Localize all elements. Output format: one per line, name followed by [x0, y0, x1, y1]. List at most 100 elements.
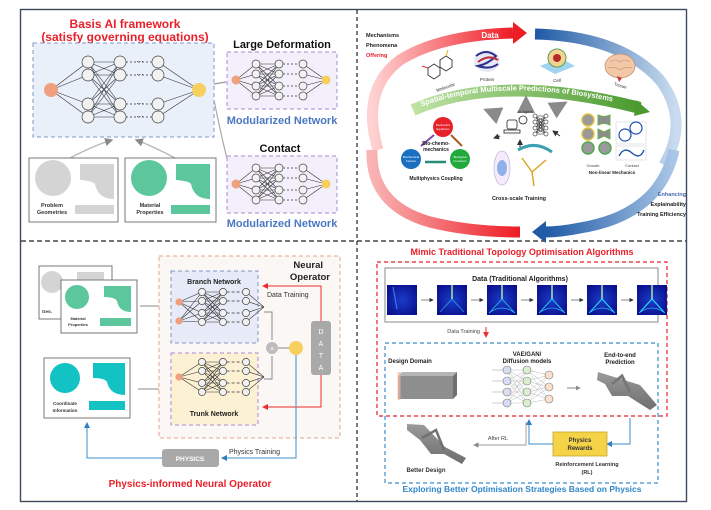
network-node: [81, 68, 95, 82]
large-deformation-label: Large Deformation: [233, 39, 331, 51]
edge: [178, 300, 203, 322]
models-label-1: VAE/GAN/: [513, 352, 542, 358]
connector-to-contact: [213, 99, 229, 163]
input-node: [175, 373, 183, 381]
network-node: [219, 309, 227, 317]
network-node: [298, 69, 308, 79]
physics-rewards-box: [552, 431, 608, 457]
agent-arrow-right: [552, 130, 561, 137]
large-deformation-box: [226, 51, 338, 110]
edge: [50, 89, 89, 118]
ai-agent-network-icon: [532, 113, 549, 137]
models-label-2: Diffusion models: [503, 359, 552, 365]
network-node: [242, 288, 250, 296]
scale-molecular: Molecular: [436, 81, 457, 93]
network-node: [532, 113, 538, 119]
mechanics-label-2: Equations: [436, 127, 450, 131]
generative-model-network: [492, 365, 554, 408]
heatmap-feature: [638, 307, 666, 314]
better-design-structure-icon: [407, 424, 466, 464]
physics-rewards-label-2: Rewards: [567, 446, 593, 452]
input-node: [175, 298, 183, 306]
network-node: [502, 376, 512, 386]
coordinate-circle-icon: [50, 363, 80, 393]
scale-cell: Cell: [553, 78, 561, 83]
heatmap-sequence: [387, 285, 667, 315]
rl-feedback-arrow: [526, 419, 553, 445]
bio-chemo-label-2: mechanics: [423, 147, 449, 153]
legend-phenomena: Phenomena: [366, 43, 398, 49]
edge: [526, 374, 550, 404]
data-training-label-2: Data Training: [447, 329, 480, 335]
multiphysics-label: Multiphysics Coupling: [409, 176, 462, 182]
multiply-node: [266, 342, 278, 354]
network-node: [219, 288, 227, 296]
edge: [534, 115, 547, 135]
cross-scale-nucleus-icon: [497, 160, 507, 176]
network-node: [198, 309, 206, 317]
edge: [302, 183, 327, 201]
input-node: [231, 75, 241, 85]
edge: [178, 370, 203, 378]
network-node: [522, 387, 532, 397]
network-node: [298, 81, 308, 91]
material-notch-icon-2: [104, 286, 131, 312]
neural-operator-label-2: Operator: [290, 272, 330, 283]
bio-chemo-label-1: Bio-chemo-: [422, 141, 450, 147]
edge: [255, 63, 280, 97]
heatmap-feature: [639, 298, 665, 313]
mechanics-equations-node: [433, 117, 453, 137]
heatmap-frame: [387, 285, 417, 315]
network-node: [532, 119, 538, 125]
edge: [178, 312, 203, 322]
edge: [255, 167, 280, 201]
multiscale-banner: [410, 84, 642, 116]
end-to-end-label-2: Prediction: [605, 360, 635, 366]
network-node: [219, 379, 227, 387]
input-node: [231, 179, 241, 189]
network-node: [543, 119, 549, 125]
network-node: [522, 376, 532, 386]
panel-topology-optimisation: Mimic Traditional Topology Optimisation …: [376, 247, 668, 494]
network-node: [544, 382, 554, 392]
traditional-data-label: Data (Traditional Algorithms): [472, 276, 568, 283]
guide-arrow-left: [483, 107, 504, 125]
output-node: [289, 341, 303, 355]
coupling-arrow-right: [450, 134, 463, 147]
network-node: [198, 388, 206, 396]
edge: [178, 301, 203, 323]
guide-arrow-right: [547, 101, 568, 119]
ai-agent-robot-icon: [503, 115, 528, 134]
edge: [526, 380, 550, 400]
data-letter-d: D: [318, 329, 323, 336]
network-node: [251, 91, 261, 101]
physics-strategy-box: [384, 342, 659, 484]
heatmap-feature: [488, 307, 516, 314]
edge: [302, 167, 327, 185]
scale-protein: Protein: [480, 77, 495, 82]
network-node: [532, 125, 538, 131]
edge: [506, 369, 528, 404]
agent-arrow-left: [493, 133, 501, 140]
edge: [506, 380, 528, 404]
material-op-label-1: Material: [70, 316, 85, 321]
edge: [178, 361, 203, 378]
problem-label-1: Problem: [41, 203, 63, 209]
network-node: [113, 55, 127, 69]
neural-operator-label-1: Neural: [293, 260, 323, 271]
material-circle-icon-2: [65, 285, 89, 309]
geometry-bar-icon: [75, 205, 114, 214]
network-node: [298, 163, 308, 173]
network-node: [543, 125, 549, 131]
network-node: [113, 68, 127, 82]
trunk-neural-network: [175, 358, 265, 396]
better-design-label: Better Design: [406, 468, 445, 474]
cross-scale-label: Cross-scale Training: [492, 196, 546, 202]
physics-training-label: Physics Training: [229, 449, 280, 456]
panel-neural-operator: Geo. Material Properties Coordinate Info…: [38, 255, 341, 490]
network-node: [242, 309, 250, 317]
output-node: [321, 179, 331, 189]
heatmap-feature: [538, 307, 566, 314]
data-arrowhead: [513, 22, 527, 44]
branch-network-label: Branch Network: [187, 279, 241, 286]
